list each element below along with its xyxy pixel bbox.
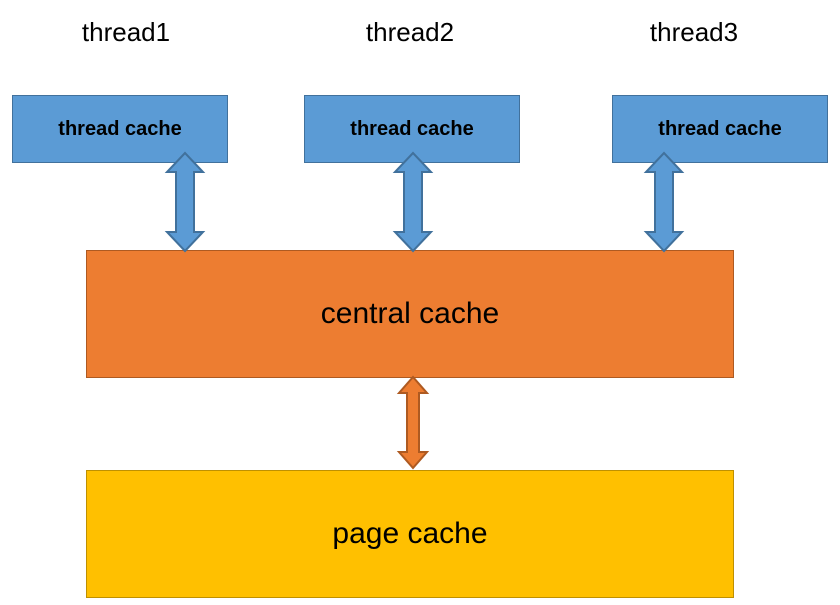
thread2-cache-label: thread cache: [350, 117, 474, 140]
thread1-cache-box: thread cache: [12, 95, 228, 163]
page-cache-box: page cache: [86, 470, 734, 598]
double-arrow-central-page-icon: [396, 375, 430, 470]
thread3-label: thread3: [649, 17, 739, 47]
thread2-label: thread2: [365, 17, 455, 47]
double-arrow-thread1-central-icon: [164, 151, 206, 253]
double-arrow-thread2-central-icon: [392, 151, 434, 253]
double-arrow-thread3-central-icon: [643, 151, 685, 253]
thread3-cache-box: thread cache: [612, 95, 828, 163]
thread3-cache-label: thread cache: [658, 117, 782, 140]
central-cache-box: central cache: [86, 250, 734, 378]
thread2-cache-box: thread cache: [304, 95, 520, 163]
central-cache-label: central cache: [320, 297, 500, 330]
page-cache-label: page cache: [332, 517, 488, 550]
thread1-label: thread1: [81, 17, 171, 47]
thread1-cache-label: thread cache: [58, 117, 182, 140]
